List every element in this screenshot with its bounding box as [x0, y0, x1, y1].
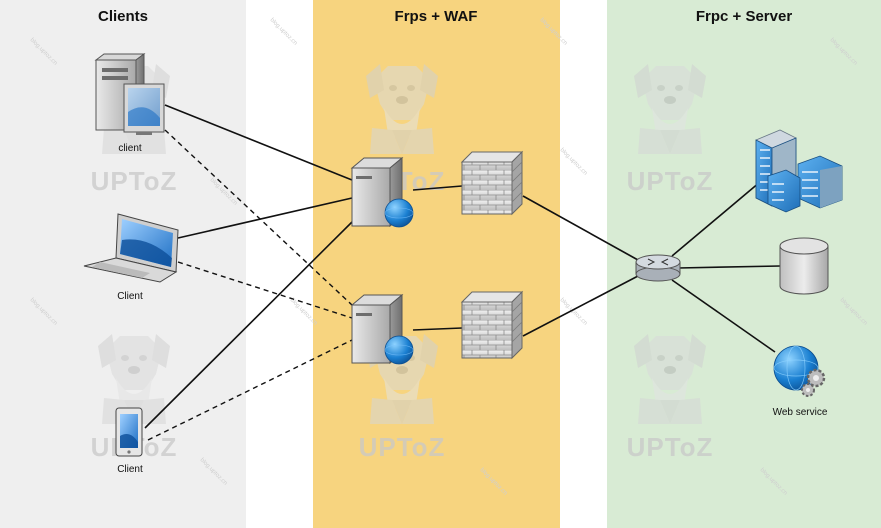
firewall-icon [460, 150, 524, 216]
watermark-text: UPToZ [91, 166, 178, 196]
lane-frps-waf [313, 0, 560, 528]
waf-1-node[interactable] [460, 150, 524, 216]
link-desktop-frps2-dashed [164, 129, 353, 306]
lane-title-frps-waf: Frps + WAF [395, 8, 478, 25]
link-waf2-router [522, 275, 639, 337]
client-laptop-node[interactable]: Client [83, 213, 179, 302]
database-cylinder-icon [779, 237, 829, 295]
router-node[interactable] [635, 254, 681, 282]
watermark-text: UPToZ [359, 432, 446, 462]
watermark-text: UPToZ [627, 166, 714, 196]
frps-server-1-node[interactable] [350, 156, 414, 228]
client-laptop-label: Client [117, 291, 143, 302]
desktop-workstation-icon [94, 53, 165, 135]
connections [144, 104, 781, 441]
watermark-small: blog.uptoz.cn [559, 147, 588, 176]
link-frps1-waf1 [412, 185, 463, 191]
building-node[interactable] [755, 129, 843, 213]
client-desktop-label: client [118, 143, 142, 154]
link-router-building [671, 181, 761, 257]
laptop-icon [83, 213, 179, 283]
link-laptop-frps2-dashed [177, 261, 353, 319]
link-router-webservice [671, 279, 776, 353]
server-with-globe-icon [350, 293, 414, 365]
frps-server-2-node[interactable] [350, 293, 414, 365]
lane-title-clients: Clients [98, 8, 148, 25]
web-service-label: Web service [773, 407, 828, 418]
link-laptop-frps1 [177, 197, 353, 239]
link-router-database [677, 265, 781, 269]
link-mobile-frps1 [144, 221, 353, 429]
office-building-icon [755, 129, 843, 213]
link-desktop-frps1 [164, 104, 353, 181]
waf-2-node[interactable] [460, 290, 524, 360]
client-mobile-node[interactable]: Client [115, 407, 143, 475]
client-mobile-label: Client [117, 464, 143, 475]
mobile-phone-icon [115, 407, 143, 457]
link-frps2-waf2 [412, 327, 463, 331]
web-service-node[interactable]: Web service [773, 345, 828, 418]
watermark-text: UPToZ [627, 432, 714, 462]
client-desktop-node[interactable]: client [94, 53, 165, 154]
globe-gears-icon [773, 345, 826, 397]
server-with-globe-icon [350, 156, 414, 228]
router-icon [635, 254, 681, 282]
watermark-small: blog.uptoz.cn [269, 17, 298, 46]
link-mobile-frps2-dashed [147, 339, 353, 441]
watermark-small: blog.uptoz.cn [559, 297, 588, 326]
firewall-icon [460, 290, 524, 360]
database-node[interactable] [779, 237, 829, 295]
lane-title-frpc-server: Frpc + Server [696, 8, 792, 25]
link-waf1-router [522, 195, 639, 261]
